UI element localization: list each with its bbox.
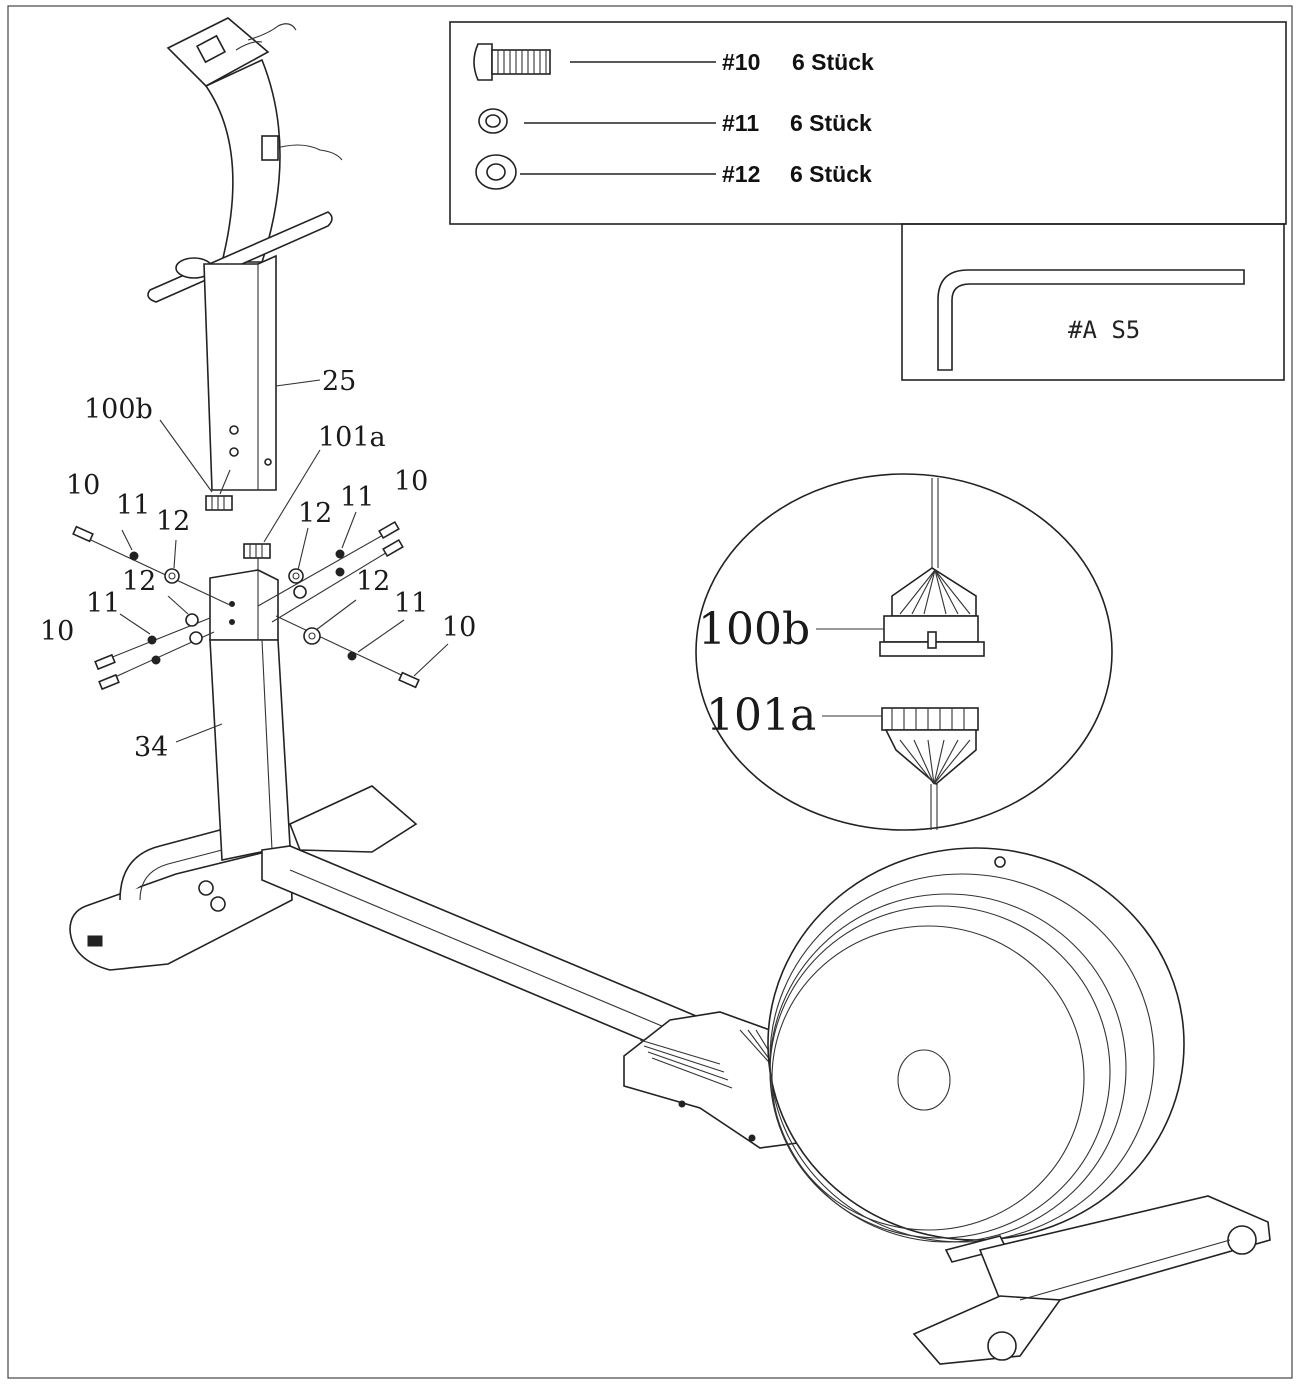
page-border — [7, 5, 1293, 1379]
connector-detail: 100b 101a — [695, 473, 1113, 831]
spring-washer-qty: 6 Stück — [790, 110, 872, 136]
callout-11-b: 11 — [340, 482, 374, 513]
bolt-icon — [473, 43, 551, 81]
callout-100b: 100b — [84, 394, 153, 425]
hex-key-icon — [937, 269, 1245, 371]
spring-washer-code: #11 — [722, 110, 759, 136]
main-rail — [261, 845, 722, 1066]
flat-washer-code: #12 — [722, 161, 760, 187]
callout-11-a: 11 — [116, 490, 150, 521]
hardware-box: #10 6 Stück #11 6 Stück #12 6 Stück — [449, 21, 1287, 225]
lower-connector-icon — [243, 543, 271, 576]
callout-10-a: 10 — [66, 470, 100, 501]
rear-stabilizer — [912, 1195, 1271, 1365]
callout-12-d: 12 — [356, 566, 390, 597]
callout-101a: 101a — [318, 422, 386, 453]
callout-11-c: 11 — [86, 588, 120, 619]
bolt-qty: 6 Stück — [792, 49, 874, 75]
detail-label-101a: 101a — [706, 690, 816, 741]
flat-washer-icon — [475, 154, 517, 190]
callout-12-a: 12 — [156, 506, 190, 537]
callout-34: 34 — [134, 732, 168, 763]
callout-11-d: 11 — [394, 588, 428, 619]
front-stabilizer — [69, 785, 418, 971]
spring-washer-icon — [478, 108, 508, 134]
detail-label-100b: 100b — [698, 604, 810, 655]
tool-box: #A S5 — [901, 223, 1285, 381]
callout-10-b: 10 — [394, 466, 428, 497]
callout-12-b: 12 — [298, 498, 332, 529]
bolt-parts — [72, 520, 420, 691]
upright-post — [209, 569, 291, 861]
washer-parts — [129, 549, 357, 665]
fastener-callouts: 10 11 12 12 11 10 12 11 10 12 11 10 — [40, 466, 476, 647]
flywheel — [767, 847, 1185, 1243]
flat-washer-qty: 6 Stück — [790, 161, 872, 187]
callout-25: 25 — [322, 366, 356, 397]
tool-label: #A S5 — [1068, 316, 1140, 344]
callout-10-d: 10 — [442, 612, 476, 643]
bolt-code: #10 — [722, 49, 760, 75]
upper-connector-icon — [205, 469, 233, 511]
callout-10-c: 10 — [40, 616, 74, 647]
console-mast — [147, 17, 343, 491]
callout-12-c: 12 — [122, 566, 156, 597]
